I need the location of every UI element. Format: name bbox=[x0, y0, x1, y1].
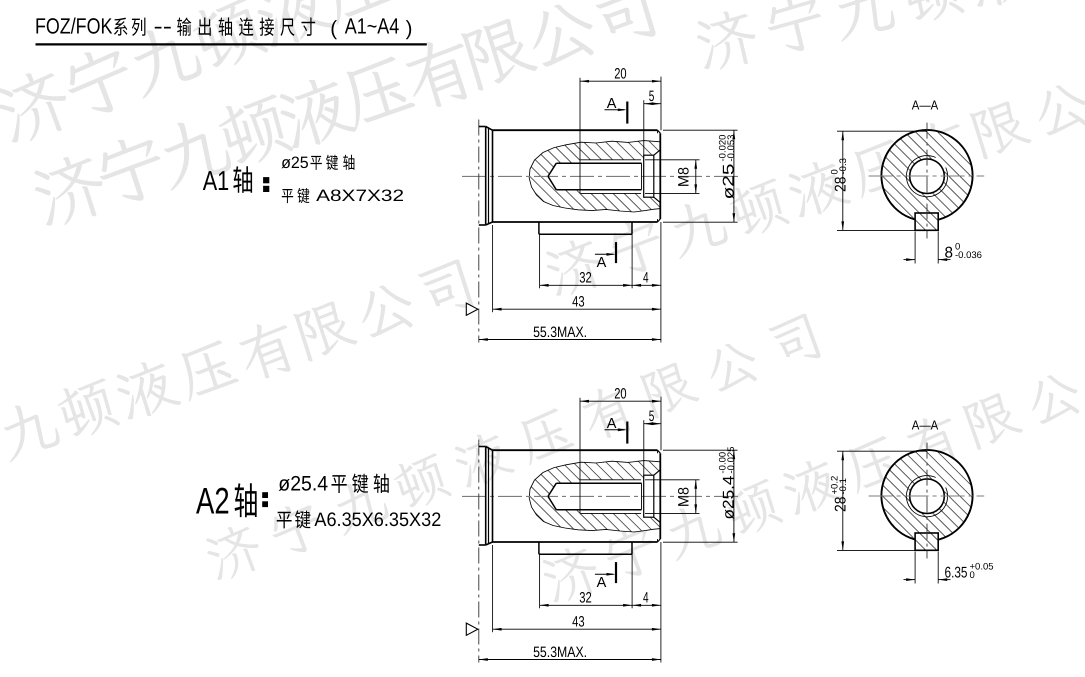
svg-text:A2: A2 bbox=[196, 481, 230, 522]
svg-text:-0.025: -0.025 bbox=[726, 447, 737, 474]
svg-text:-0.053: -0.053 bbox=[726, 135, 737, 162]
svg-text:FOZ/FOK: FOZ/FOK bbox=[35, 13, 113, 38]
svg-text:55.3MAX.: 55.3MAX. bbox=[533, 644, 587, 661]
svg-text:-0.00: -0.00 bbox=[718, 452, 729, 474]
svg-text:55.3MAX.: 55.3MAX. bbox=[533, 324, 587, 341]
svg-text:A1~A4: A1~A4 bbox=[345, 13, 400, 38]
svg-text:32: 32 bbox=[579, 590, 592, 607]
svg-text:28: 28 bbox=[833, 177, 850, 193]
svg-text:-0.1: -0.1 bbox=[838, 478, 849, 494]
svg-text:20: 20 bbox=[614, 385, 626, 402]
svg-text:A: A bbox=[597, 255, 607, 271]
svg-text:+0.05: +0.05 bbox=[970, 562, 994, 573]
svg-text:0: 0 bbox=[970, 570, 975, 581]
svg-text:20: 20 bbox=[614, 65, 626, 82]
svg-text:A8X7X32: A8X7X32 bbox=[316, 187, 404, 205]
svg-text:A: A bbox=[607, 416, 617, 432]
svg-text:-0.3: -0.3 bbox=[838, 158, 849, 174]
svg-text:A—A: A—A bbox=[912, 417, 939, 432]
svg-text:A: A bbox=[607, 96, 617, 112]
svg-text:ø25: ø25 bbox=[721, 164, 738, 200]
svg-text:43: 43 bbox=[572, 614, 585, 631]
svg-text:5: 5 bbox=[649, 408, 655, 425]
svg-text:4: 4 bbox=[643, 590, 649, 607]
svg-text:0: 0 bbox=[830, 169, 841, 174]
svg-text:-0.036: -0.036 bbox=[955, 250, 982, 261]
svg-text:(: ( bbox=[330, 17, 337, 40]
svg-text:0: 0 bbox=[955, 242, 960, 253]
svg-text:): ) bbox=[406, 17, 413, 40]
svg-text:A—A: A—A bbox=[912, 97, 939, 112]
svg-text:A1: A1 bbox=[203, 165, 230, 196]
svg-text:43: 43 bbox=[572, 294, 585, 311]
svg-text:28: 28 bbox=[833, 497, 850, 513]
svg-text:A: A bbox=[597, 575, 607, 591]
svg-text:+0.2: +0.2 bbox=[830, 476, 841, 495]
svg-text:ø25: ø25 bbox=[281, 154, 309, 172]
svg-text:-0.020: -0.020 bbox=[718, 135, 729, 162]
svg-text:ø25.4: ø25.4 bbox=[721, 475, 738, 519]
svg-text:32: 32 bbox=[579, 270, 592, 287]
svg-text:8: 8 bbox=[945, 245, 954, 262]
svg-text:--: -- bbox=[154, 13, 173, 38]
svg-text:5: 5 bbox=[649, 88, 655, 105]
svg-text:A6.35X6.35X32: A6.35X6.35X32 bbox=[314, 509, 441, 531]
svg-text:4: 4 bbox=[643, 270, 649, 287]
svg-text:M8: M8 bbox=[676, 487, 693, 507]
svg-text:M8: M8 bbox=[676, 167, 693, 187]
svg-text:ø25.4: ø25.4 bbox=[278, 473, 328, 496]
svg-text:6.35: 6.35 bbox=[945, 565, 968, 582]
